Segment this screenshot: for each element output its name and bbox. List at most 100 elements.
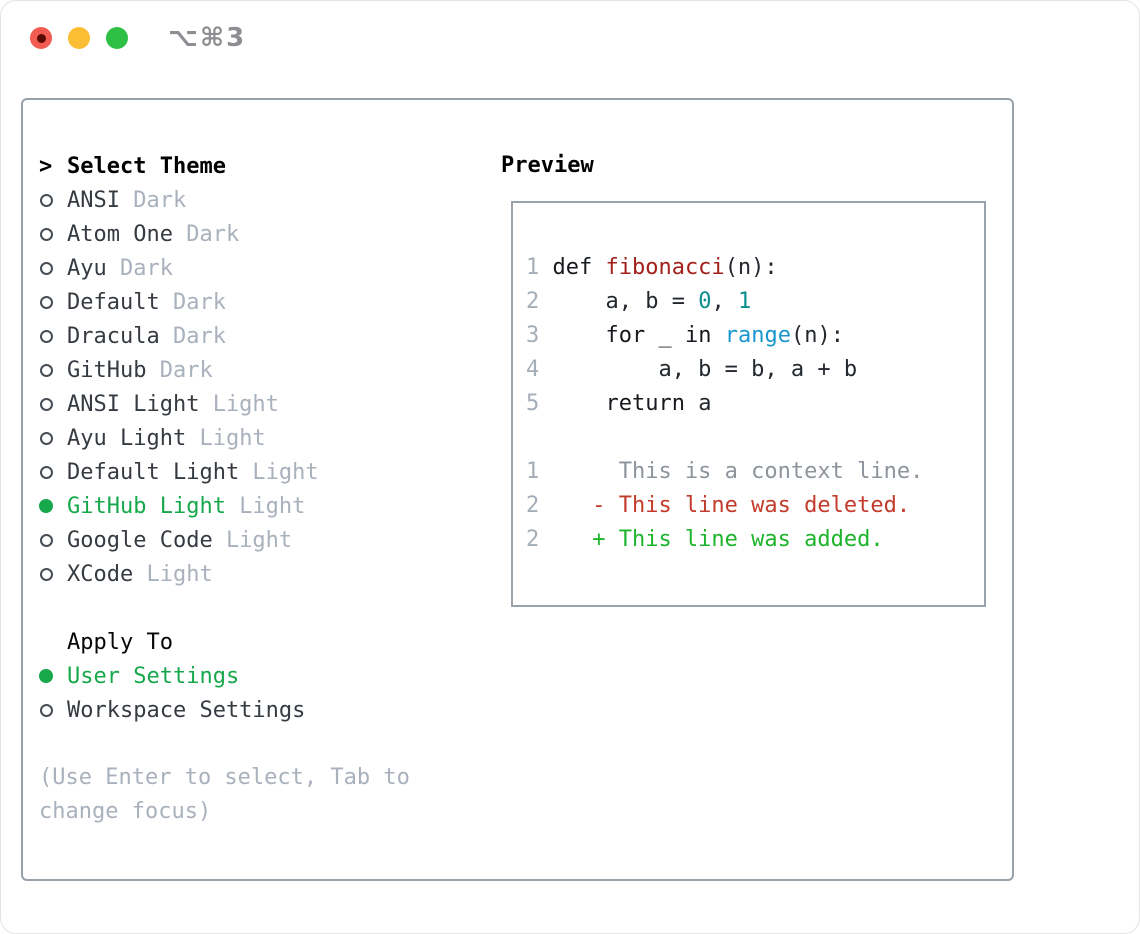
variant-tag: Light [225, 527, 293, 553]
code-token: return [605, 391, 685, 416]
zoom-button[interactable] [106, 27, 128, 49]
theme-option-label: ANSI [67, 187, 120, 213]
line-number: 2 [526, 493, 540, 518]
radio-icon [39, 557, 67, 591]
radio-icon [39, 693, 67, 727]
theme-option-google-code[interactable]: Google Code Light [39, 523, 410, 557]
radio-ring [40, 193, 53, 207]
variant-tag: Dark [133, 187, 187, 213]
code-token: a, b = [552, 289, 699, 314]
code-token: def [552, 255, 606, 280]
radio-icon [39, 421, 67, 455]
theme-option-label: Google Code [67, 527, 213, 553]
variant-tag: Dark [159, 357, 213, 383]
code-token [552, 323, 605, 348]
prompt-icon: > [39, 153, 53, 179]
close-button[interactable] [30, 27, 52, 49]
theme-option-label: Default [67, 289, 160, 315]
radio-ring [40, 703, 53, 717]
radio-selected-dot [39, 669, 53, 683]
radio-selected-icon [39, 659, 67, 693]
variant-tag: Dark [172, 323, 226, 349]
line-number: 2 [526, 527, 540, 552]
theme-option-ansi[interactable]: ANSI Dark [39, 183, 410, 217]
theme-option-label: GitHub [67, 357, 147, 383]
code-token [552, 391, 605, 416]
line-number: 1 [526, 255, 540, 280]
apply-to-indent [39, 625, 67, 659]
radio-icon [39, 455, 67, 489]
select-theme-title: Select Theme [67, 153, 226, 179]
diff-line-context: 1 This is a context line. [526, 455, 984, 489]
code-line: 3 for _ in range(n): [526, 319, 984, 353]
code-token: 1 [737, 289, 752, 314]
code-token: in [684, 323, 712, 348]
titlebar: ⌥⌘3 [30, 23, 246, 53]
line-number: 4 [526, 357, 540, 382]
theme-option-ayu[interactable]: Ayu Dark [39, 251, 410, 285]
radio-ring [40, 363, 53, 377]
apply-to-title: Apply To [67, 629, 173, 655]
diff-text: - This line was deleted. [552, 493, 911, 518]
variant-tag: Dark [186, 221, 240, 247]
radio-icon [39, 523, 67, 557]
apply-option-label: Workspace Settings [67, 697, 306, 723]
blank-line [526, 421, 984, 455]
radio-ring [40, 261, 53, 275]
variant-tag: Light [212, 391, 279, 417]
help-text-line: change focus) [39, 799, 212, 824]
radio-ring [40, 295, 53, 309]
apply-option-workspace-settings[interactable]: Workspace Settings [39, 693, 410, 727]
radio-ring [40, 431, 53, 445]
diff-line-deleted: 2 - This line was deleted. [526, 489, 984, 523]
code-token: , [711, 289, 738, 314]
theme-option-label: Atom One [67, 221, 173, 247]
radio-ring [40, 567, 53, 581]
code-token: fibonacci [605, 255, 725, 280]
radio-icon [39, 353, 67, 387]
theme-option-label: GitHub Light [67, 493, 226, 519]
radio-ring [40, 329, 53, 343]
help-text-line: (Use Enter to select, Tab to [39, 765, 410, 790]
code-token: range [724, 323, 791, 348]
code-line: 4 a, b = b, a + b [526, 353, 984, 387]
code-token: _ [645, 323, 685, 348]
code-line: 2 a, b = 0, 1 [526, 285, 984, 319]
radio-selected-dot [39, 499, 53, 513]
minimize-button[interactable] [68, 27, 90, 49]
diff-line-added: 2 + This line was added. [526, 523, 984, 557]
line-number: 3 [526, 323, 540, 348]
code-token: a, b = b, a + b [552, 357, 858, 382]
radio-icon [39, 285, 67, 319]
line-number: 2 [526, 289, 540, 314]
line-number: 5 [526, 391, 540, 416]
theme-option-label: Ayu [67, 255, 107, 281]
variant-tag: Dark [119, 255, 173, 281]
preview-title: Preview [501, 153, 594, 178]
window-title: ⌥⌘3 [168, 23, 247, 53]
theme-option-atom-one[interactable]: Atom One Dark [39, 217, 410, 251]
variant-tag: Light [252, 459, 319, 485]
close-dot-icon [36, 33, 46, 43]
radio-selected-icon [39, 489, 67, 523]
apply-option-label: User Settings [67, 663, 240, 689]
radio-icon [39, 217, 67, 251]
theme-option-github[interactable]: GitHub Dark [39, 353, 410, 387]
radio-icon [39, 319, 67, 353]
apply-option-user-settings[interactable]: User Settings [39, 659, 410, 693]
radio-ring [40, 533, 53, 547]
